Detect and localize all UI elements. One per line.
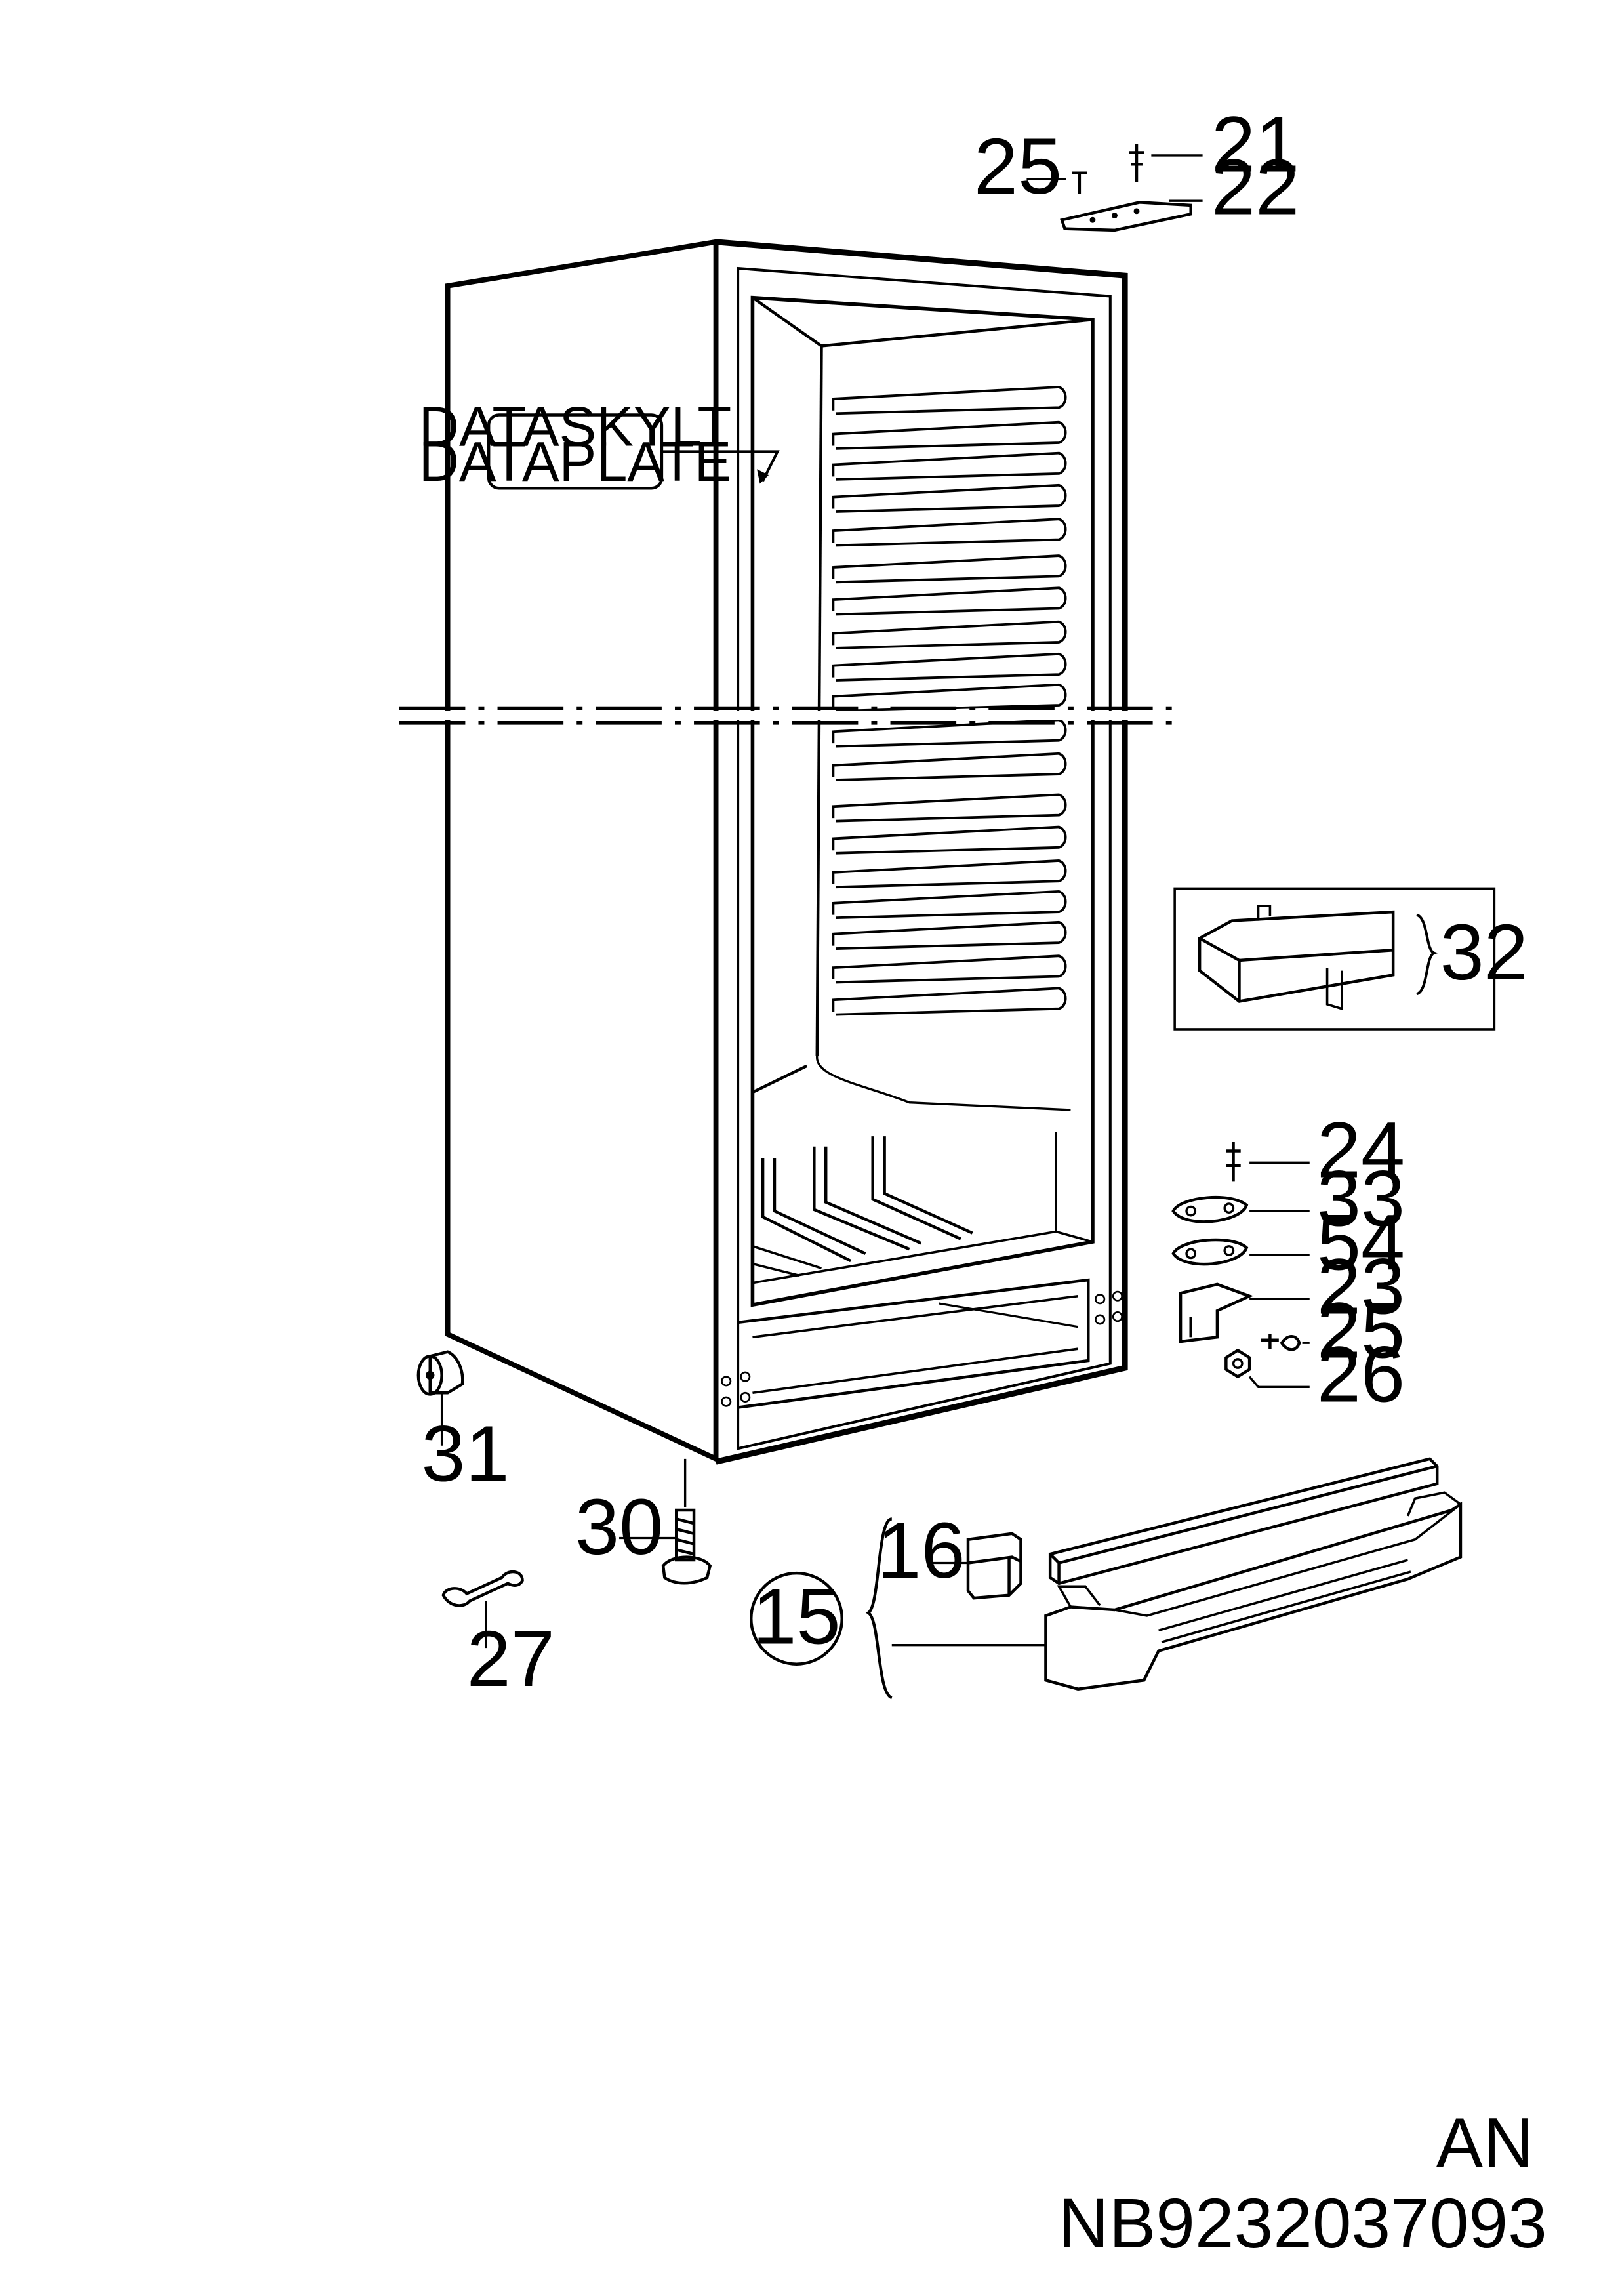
callout-32: 32 [1440, 908, 1528, 996]
callout-27: 27 [467, 1614, 555, 1703]
coil-rung [832, 554, 1067, 584]
foot-parts-group: 31 30 27 [416, 1350, 712, 1703]
callout-33: 33 [1317, 1154, 1405, 1242]
coil-rung [832, 483, 1067, 513]
data-plate-label: DATASKYLT DATAPLATE [419, 395, 780, 493]
plate-text-line1: DATASKYLT [419, 395, 732, 457]
kickplate-group: 16 15 [749, 1457, 1463, 1700]
callout-54: 54 [1317, 1199, 1405, 1287]
coil-rung [832, 987, 1067, 1016]
coil-rung [832, 620, 1067, 649]
coil-rung [832, 386, 1067, 415]
callout-25-mid: 25 [1317, 1286, 1405, 1375]
callout-30: 30 [575, 1483, 663, 1571]
coil-rung [832, 451, 1067, 481]
coil-rung [832, 586, 1067, 616]
top-hinge-group: 21 22 25 [974, 100, 1299, 232]
callout-31: 31 [421, 1409, 509, 1498]
evaporator-coils [832, 386, 1067, 1016]
bottom-hinge-group: 24 33 54 23 25 26 [1171, 1106, 1405, 1419]
coil-rung [832, 859, 1067, 889]
callout-26: 26 [1317, 1330, 1405, 1419]
coil-rung [832, 793, 1067, 823]
callout-23: 23 [1317, 1242, 1405, 1331]
part-32-inset: 32 [1173, 887, 1528, 1031]
callout-21: 21 [1211, 100, 1299, 188]
coil-rung [832, 718, 1067, 748]
footer-doc-number: NB9232037093 [1058, 2184, 1547, 2263]
coil-rung [832, 518, 1067, 547]
coil-rung [832, 920, 1067, 950]
coil-rung [832, 890, 1067, 920]
callout-24: 24 [1317, 1106, 1405, 1195]
callout-15: 15 [752, 1572, 840, 1660]
callout-25-top: 25 [974, 122, 1062, 211]
coil-rung [832, 420, 1067, 450]
coil-rung [832, 652, 1067, 682]
cabinet [399, 239, 1173, 1465]
coil-rung [832, 752, 1067, 781]
coil-rung [832, 683, 1067, 712]
callout-22: 22 [1211, 142, 1299, 231]
callout-16: 16 [877, 1506, 965, 1595]
plate-text-line2: DATAPLATE [419, 430, 732, 493]
coil-rung [832, 825, 1067, 855]
coil-rung [832, 954, 1067, 984]
footer-code: AN [1436, 2103, 1534, 2182]
